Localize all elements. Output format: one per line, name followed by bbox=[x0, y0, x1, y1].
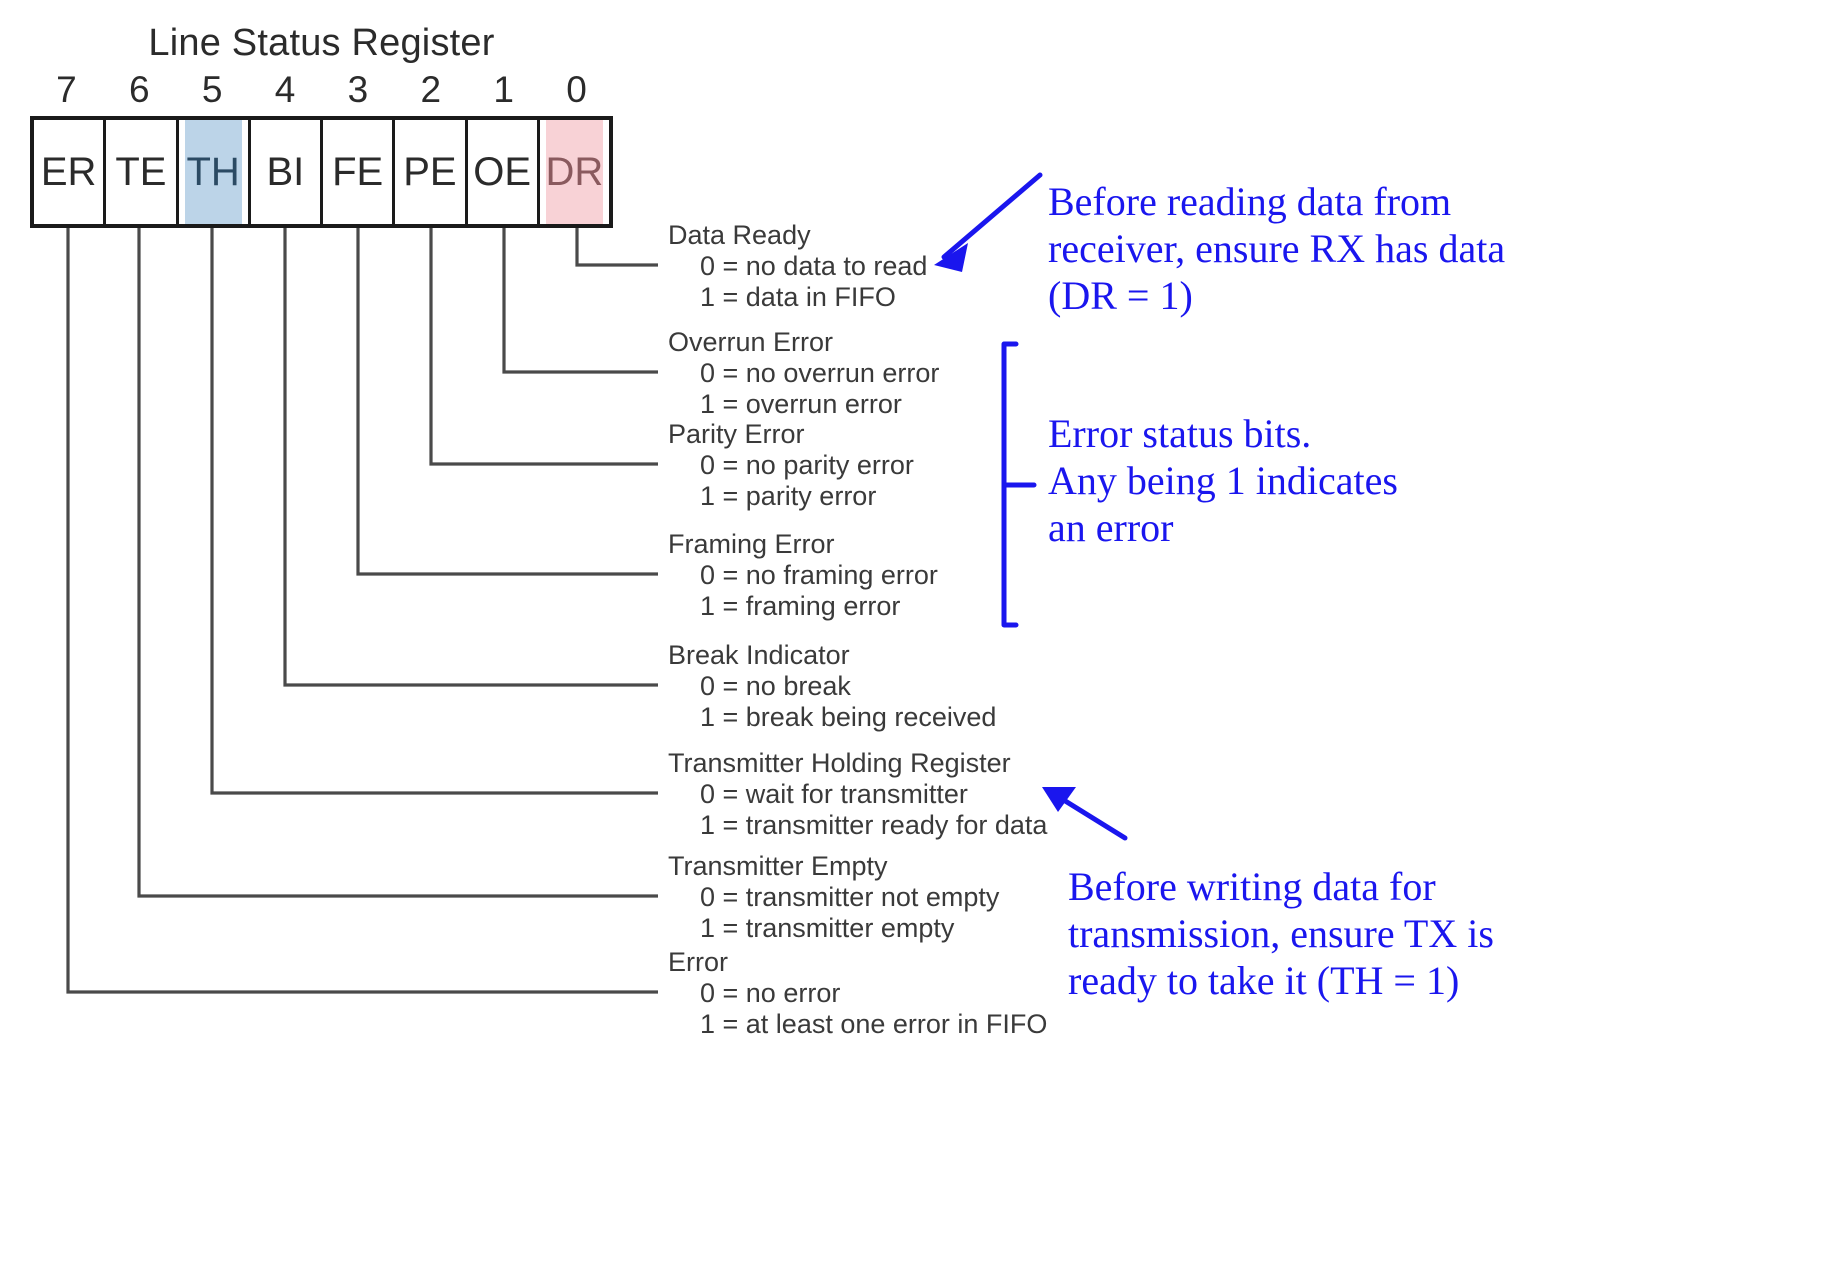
annotation-line: Any being 1 indicates bbox=[1048, 458, 1398, 503]
annotation-line: Before writing data for bbox=[1068, 864, 1436, 909]
cell-label-dr: DR bbox=[545, 149, 604, 194]
callout-zero: 0 = no framing error bbox=[700, 560, 938, 590]
callout-one: 1 = at least one error in FIFO bbox=[700, 1009, 1048, 1039]
cell-highlight-dr bbox=[545, 120, 603, 224]
register-cell-th[interactable]: TH bbox=[179, 120, 251, 224]
register-cell-er[interactable]: ER bbox=[34, 120, 107, 224]
callout-one: 1 = framing error bbox=[700, 591, 901, 621]
callout-zero: 0 = no parity error bbox=[700, 450, 914, 480]
cell-label-er: ER bbox=[40, 149, 97, 194]
callout-transmitter-holding-register: Transmitter Holding Register 0 = wait fo… bbox=[668, 748, 1047, 841]
register-title: Line Status Register bbox=[148, 22, 495, 64]
register-cell-te[interactable]: TE bbox=[106, 120, 179, 224]
annotation-tx-ready: Before writing data for transmission, en… bbox=[1068, 863, 1494, 1004]
annotation-rx-ready: Before reading data from receiver, ensur… bbox=[1048, 178, 1505, 319]
annotation-line: an error bbox=[1048, 505, 1174, 550]
callout-title: Transmitter Empty bbox=[668, 851, 888, 881]
cell-label-fe: FE bbox=[332, 149, 384, 194]
callout-parity-error: Parity Error 0 = no parity error 1 = par… bbox=[668, 419, 914, 512]
bit-number-3: 3 bbox=[347, 69, 369, 110]
bit-number-5: 5 bbox=[201, 69, 223, 110]
callout-title: Data Ready bbox=[668, 220, 811, 250]
annotation-line: (DR = 1) bbox=[1048, 273, 1193, 318]
callout-zero: 0 = no error bbox=[700, 978, 841, 1008]
callout-title: Parity Error bbox=[668, 419, 805, 449]
callout-data-ready: Data Ready 0 = no data to read 1 = data … bbox=[668, 220, 927, 313]
annotation-error-status-bits: Error status bits. Any being 1 indicates… bbox=[1048, 410, 1398, 551]
annotation-line: Before reading data from bbox=[1048, 179, 1452, 224]
callout-zero: 0 = wait for transmitter bbox=[700, 779, 968, 809]
callout-title: Break Indicator bbox=[668, 640, 850, 670]
cell-label-bi: BI bbox=[266, 149, 305, 194]
callout-one: 1 = parity error bbox=[700, 481, 877, 511]
cell-highlight-th bbox=[184, 120, 242, 224]
register-cell-pe[interactable]: PE bbox=[395, 120, 468, 224]
annotation-line: ready to take it (TH = 1) bbox=[1068, 958, 1460, 1003]
register-bit-box: ER TE TH BI FE PE OE DR bbox=[30, 116, 613, 228]
cell-label-oe: OE bbox=[473, 149, 532, 194]
callout-one: 1 = transmitter ready for data bbox=[700, 810, 1048, 840]
register-cell-dr[interactable]: DR bbox=[540, 120, 609, 224]
callout-one: 1 = data in FIFO bbox=[700, 282, 896, 312]
callout-zero: 0 = no data to read bbox=[700, 251, 928, 281]
callout-zero: 0 = transmitter not empty bbox=[700, 882, 1000, 912]
callout-transmitter-empty: Transmitter Empty 0 = transmitter not em… bbox=[668, 851, 999, 944]
callout-zero: 0 = no overrun error bbox=[700, 358, 940, 388]
callout-zero: 0 = no break bbox=[700, 671, 851, 701]
bit-number-0: 0 bbox=[566, 69, 587, 110]
callout-title: Framing Error bbox=[668, 529, 835, 559]
bit-number-4: 4 bbox=[274, 69, 296, 110]
cell-label-te: TE bbox=[115, 149, 167, 194]
callout-framing-error: Framing Error 0 = no framing error 1 = f… bbox=[668, 529, 938, 622]
annotation-line: receiver, ensure RX has data bbox=[1048, 226, 1506, 271]
register-cell-fe[interactable]: FE bbox=[323, 120, 396, 224]
callout-overrun-error: Overrun Error 0 = no overrun error 1 = o… bbox=[668, 327, 939, 420]
bit-number-1: 1 bbox=[493, 69, 514, 110]
callout-one: 1 = overrun error bbox=[700, 389, 902, 419]
bit-number-7: 7 bbox=[56, 69, 77, 110]
annotation-line: transmission, ensure TX is bbox=[1068, 911, 1494, 956]
bit-number-row: 7 6 5 4 3 2 1 0 bbox=[30, 68, 613, 112]
callout-title: Error bbox=[668, 947, 728, 977]
register-cell-bi[interactable]: BI bbox=[251, 120, 323, 224]
bit-number-2: 2 bbox=[420, 69, 442, 110]
bit-number-6: 6 bbox=[129, 69, 150, 110]
callout-title: Overrun Error bbox=[668, 327, 834, 357]
callout-break-indicator: Break Indicator 0 = no break 1 = break b… bbox=[668, 640, 996, 733]
callout-one: 1 = break being received bbox=[700, 702, 997, 732]
callout-title: Transmitter Holding Register bbox=[668, 748, 1011, 778]
register-cell-oe[interactable]: OE bbox=[468, 120, 540, 224]
cell-label-th: TH bbox=[186, 149, 240, 194]
callout-error: Error 0 = no error 1 = at least one erro… bbox=[668, 947, 1047, 1040]
callout-one: 1 = transmitter empty bbox=[700, 913, 955, 943]
annotation-line: Error status bits. bbox=[1048, 411, 1312, 456]
cell-label-pe: PE bbox=[403, 149, 457, 194]
